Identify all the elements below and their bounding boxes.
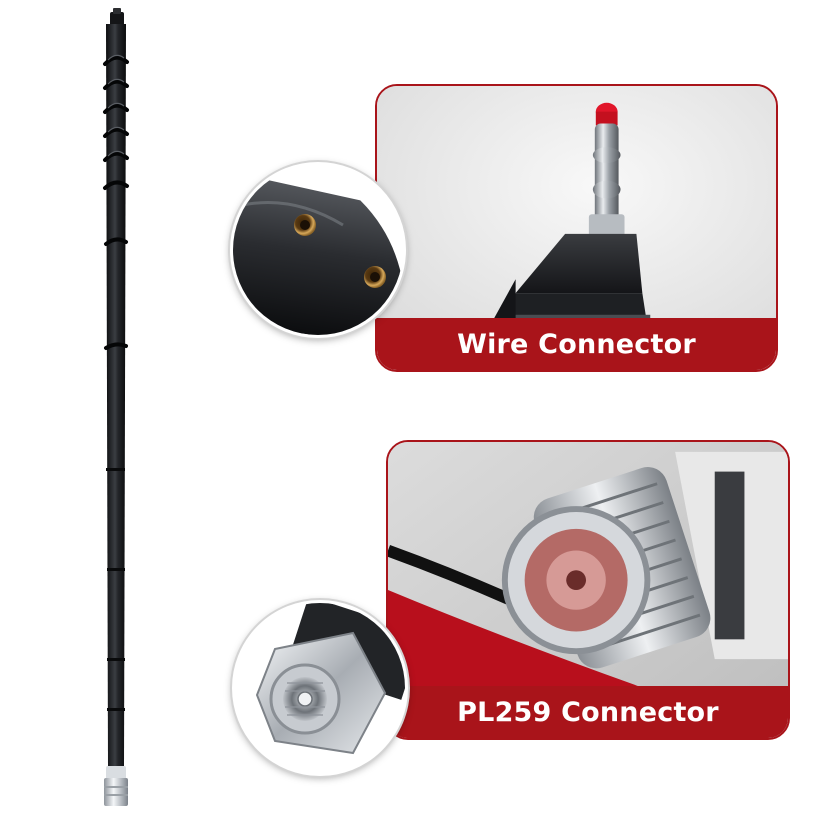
antenna-tip-inset: [230, 162, 406, 338]
antenna-whip: [103, 8, 129, 806]
pl259-plug-inset: [232, 600, 408, 776]
pl259-connector-label: PL259 Connector: [388, 686, 788, 738]
pl259-connector-panel: PL259 Connector: [386, 440, 790, 740]
wire-connector-panel: Wire Connector: [375, 84, 778, 372]
wire-connector-label: Wire Connector: [377, 318, 776, 370]
